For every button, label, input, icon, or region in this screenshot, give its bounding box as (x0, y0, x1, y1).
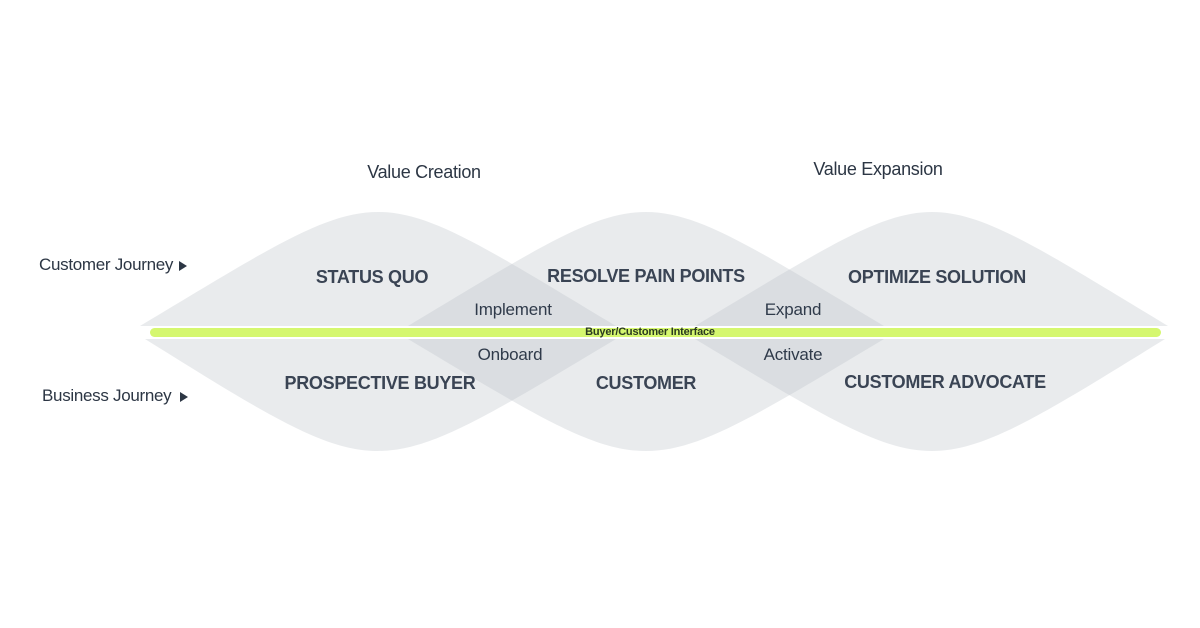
stage-prospective-buyer: PROSPECTIVE BUYER (284, 373, 476, 393)
lobe-bottom-customer-advocate (695, 339, 1165, 451)
transition-activate: Activate (763, 345, 823, 364)
triangle-right-icon (180, 391, 189, 402)
business-journey-text: Business Journey (42, 386, 172, 405)
lobe-top-optimize-solution (695, 212, 1168, 326)
lobe-bottom-prospective-buyer (145, 339, 616, 451)
stage-resolve-pain-points: RESOLVE PAIN POINTS (547, 266, 745, 286)
lobe-bottom-customer (408, 339, 884, 451)
transition-expand: Expand (764, 300, 822, 319)
phase-value-expansion: Value Expansion (813, 159, 943, 179)
transition-onboard: Onboard (477, 345, 543, 364)
buyer-customer-interface-label: Buyer/Customer Interface (585, 326, 715, 338)
customer-journey-label: Customer Journey (39, 255, 188, 275)
stage-customer: CUSTOMER (595, 373, 697, 393)
buyer-customer-interface-bar (150, 328, 1161, 337)
phase-value-creation: Value Creation (367, 162, 481, 182)
stage-customer-advocate: CUSTOMER ADVOCATE (844, 372, 1046, 392)
business-journey-label: Business Journey (42, 386, 189, 406)
lobe-top-status-quo (140, 212, 616, 326)
transition-implement: Implement (474, 300, 552, 319)
customer-journey-text: Customer Journey (39, 255, 174, 274)
stage-optimize-solution: OPTIMIZE SOLUTION (848, 267, 1026, 287)
stage-status-quo: STATUS QUO (315, 267, 429, 287)
lobe-top-resolve-pain-points (408, 212, 884, 326)
triangle-right-icon (179, 260, 188, 271)
